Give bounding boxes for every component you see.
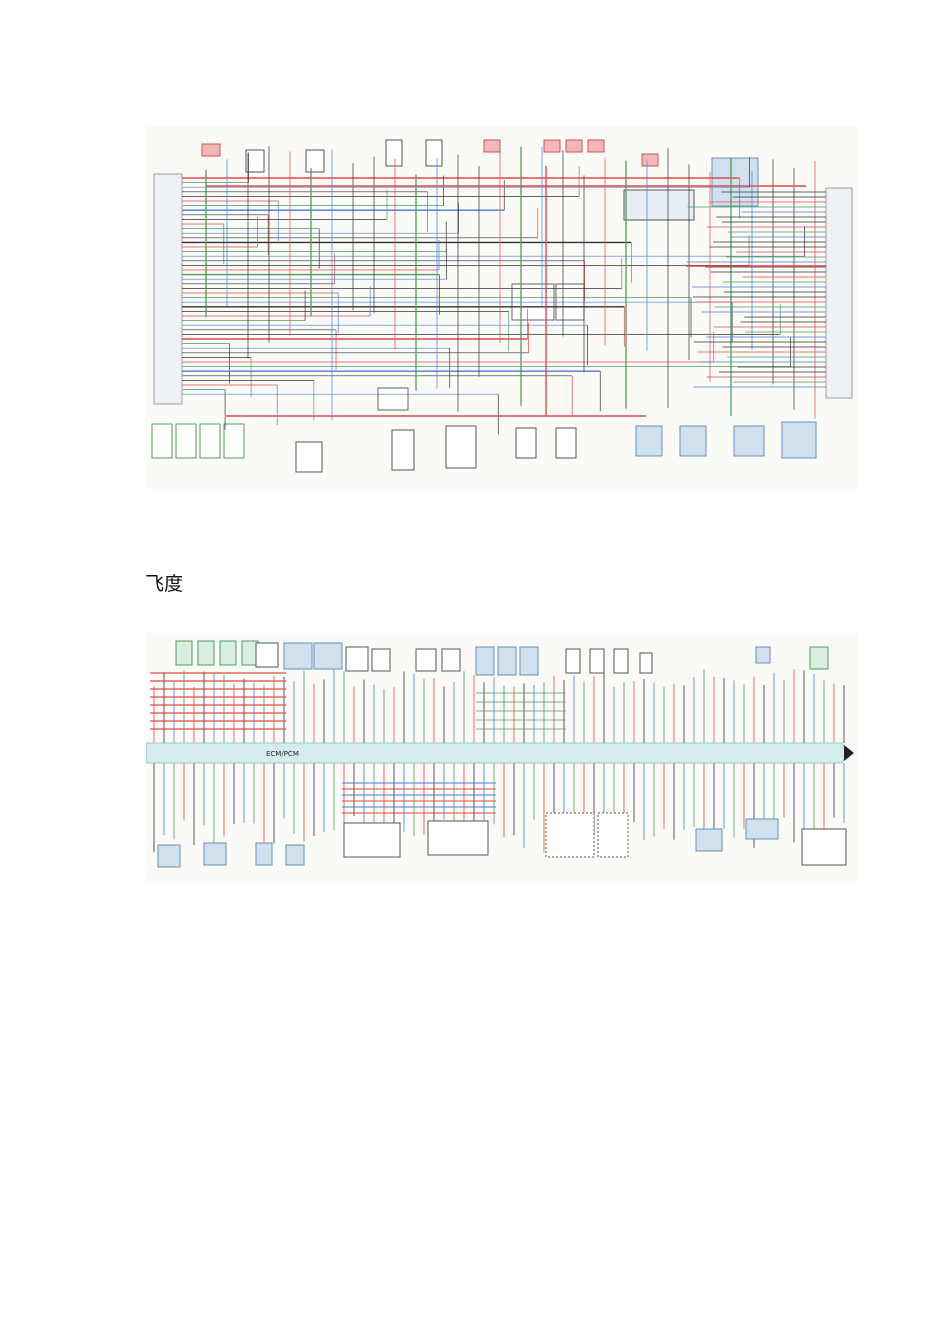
fuse-box: [483, 139, 501, 153]
switch-box: [745, 818, 779, 840]
injector-module: [623, 189, 695, 221]
relay-box: [425, 139, 443, 167]
fuse-box: [543, 139, 561, 153]
cvt-sensor-box: [613, 648, 629, 674]
left-connector-block: [153, 173, 183, 405]
sensor-box: [515, 427, 537, 459]
fuse-box: [565, 139, 583, 153]
component-box-blue: [711, 157, 759, 207]
cmp-sensor-box: [283, 642, 313, 670]
cvt-solenoid-box: [497, 646, 517, 676]
sensor-box: [679, 425, 707, 457]
sensor-box: [445, 425, 477, 469]
cvt-sensor-box: [565, 648, 581, 674]
bus-arrow-icon: [844, 745, 854, 761]
display-box: [809, 646, 829, 670]
iac-valve-box: [255, 642, 279, 668]
ecm-pcm-bus-bar: [146, 742, 849, 764]
component-box: [377, 387, 409, 411]
injector-box: [219, 640, 237, 666]
sensor-box: [151, 423, 173, 459]
switch-box: [695, 828, 723, 852]
wiring-diagram-1: [146, 126, 858, 489]
ignition-coil-box: [343, 822, 401, 858]
component-box: [441, 648, 461, 672]
injector-box: [197, 640, 215, 666]
fuse-box: [587, 139, 605, 153]
cvt-sensor-box: [589, 648, 605, 674]
sensor-box: [203, 842, 227, 866]
cvt-solenoid-box: [519, 646, 539, 676]
wiring-harness-lines: [182, 146, 826, 435]
relay-box: [385, 139, 403, 167]
knock-sensor-box: [345, 646, 369, 672]
sensor-box: [781, 421, 817, 459]
sensor-box: [391, 429, 415, 471]
sensor-box: [555, 427, 577, 459]
sensor-box: [175, 423, 197, 459]
cvt-solenoid-box: [475, 646, 495, 676]
wiring-diagram-2: ECM/PCM: [146, 633, 858, 883]
right-connector-block: [825, 187, 853, 399]
figure-caption: 飞度: [145, 573, 184, 595]
display-box: [755, 646, 771, 664]
wiring-diagram-2-drawing: ECM/PCM: [146, 640, 854, 868]
cvt-unit-box: [597, 812, 629, 858]
wiring-harness-lines: [150, 669, 845, 853]
evap-valve-box: [371, 648, 391, 672]
sensor-box: [223, 423, 245, 459]
ckp-sensor-box: [313, 642, 343, 670]
wiring-diagram-1-drawing: [151, 139, 853, 473]
ignition-coil-box: [427, 820, 489, 856]
component-box: [415, 648, 437, 672]
component-box: [639, 652, 653, 674]
relay-box: [245, 149, 265, 173]
sensor-box: [157, 844, 181, 868]
sensor-box: [199, 423, 221, 459]
sensor-box: [285, 844, 305, 866]
fuse-box: [201, 143, 221, 157]
fuse-box: [641, 153, 659, 167]
sensor-box: [733, 425, 765, 457]
injector-box: [175, 640, 193, 666]
relay-box: [305, 149, 325, 173]
sensor-box: [255, 842, 273, 866]
sensor-box: [295, 441, 323, 473]
sensor-box: [635, 425, 663, 457]
switch-box: [801, 828, 847, 866]
cvt-unit-box: [545, 812, 595, 858]
bus-label: ECM/PCM: [266, 750, 299, 758]
